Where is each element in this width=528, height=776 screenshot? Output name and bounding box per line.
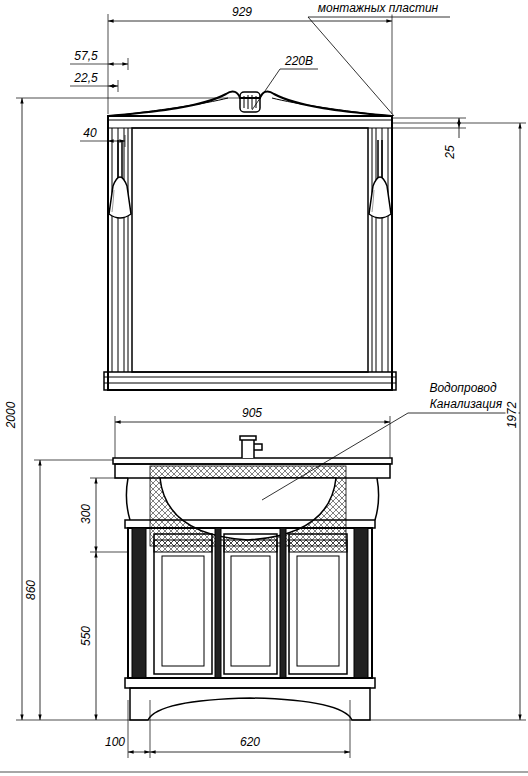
dimension-line	[96, 478, 97, 552]
dimension-line	[115, 422, 390, 423]
door	[289, 534, 347, 674]
dimension-value: 1972	[506, 401, 519, 430]
dimension-value: 300	[80, 503, 93, 525]
leader-line	[262, 413, 520, 500]
dimension-value: 25	[444, 144, 457, 159]
dimension-line	[459, 118, 460, 128]
mirror-frame	[108, 116, 392, 390]
dimension-value: 550	[80, 625, 93, 647]
dimension-value: 2000	[5, 401, 18, 430]
leader-line	[308, 17, 450, 116]
plinth	[130, 688, 370, 720]
cabinet-body	[128, 528, 372, 678]
dimension-line	[108, 141, 125, 142]
mirror-crest	[108, 91, 392, 116]
dimension-line	[150, 752, 350, 753]
dimension-value: 40	[82, 127, 97, 140]
wall-lamp	[378, 140, 382, 180]
dimension-value: 929	[231, 6, 253, 19]
dimension-line	[40, 460, 41, 720]
door	[154, 534, 212, 674]
callout-label: 220В	[284, 55, 314, 68]
callout-label: монтажных пластин	[317, 2, 439, 15]
faucet	[240, 436, 262, 458]
dimension-value: 620	[239, 736, 261, 749]
mirror-glass	[132, 128, 368, 372]
countertop	[113, 458, 392, 464]
dimension-value: 100	[104, 736, 126, 749]
dimension-line	[108, 86, 118, 87]
dimension-line	[96, 552, 97, 720]
dimension-value: 57,5	[73, 50, 98, 63]
dimension-line	[108, 64, 128, 65]
callout-label: Водопровод	[428, 382, 497, 395]
dimension-line	[520, 123, 521, 720]
dimension-line	[128, 752, 150, 753]
dimension-value: 22,5	[73, 72, 98, 85]
leader-line	[252, 69, 318, 110]
dimension-line	[108, 21, 392, 22]
callout-label: Канализация	[429, 398, 503, 411]
wall-lamp	[118, 140, 122, 180]
dimension-line	[22, 98, 23, 720]
dimension-value: 860	[25, 579, 38, 601]
door	[224, 534, 277, 674]
dimension-value: 905	[241, 407, 263, 420]
